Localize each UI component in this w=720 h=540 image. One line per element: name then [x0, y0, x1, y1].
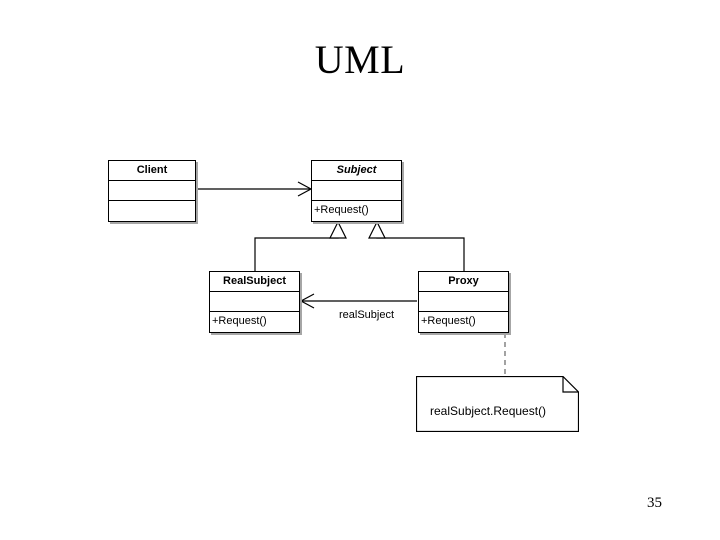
class-operations-subject: +Request()	[314, 204, 369, 216]
connector-proxy-realsubject	[299, 293, 417, 309]
note-shape	[415, 375, 580, 433]
class-attributes-subject	[312, 181, 401, 201]
uml-class-proxy[interactable]: Proxy +Request()	[418, 271, 509, 333]
connector-realsubject-subject	[254, 220, 347, 271]
connector-proxy-subject	[368, 220, 465, 271]
uml-class-realsubject[interactable]: RealSubject +Request()	[209, 271, 300, 333]
class-name-subject: Subject	[312, 161, 401, 181]
note-text: realSubject.Request()	[430, 404, 547, 418]
association-label-realsubject: realSubject	[339, 309, 395, 321]
class-operations-proxy: +Request()	[421, 315, 476, 327]
connector-client-subject	[197, 181, 313, 197]
uml-class-subject[interactable]: Subject +Request()	[311, 160, 402, 222]
class-operations-client	[109, 201, 195, 221]
uml-note-proxy-body[interactable]: realSubject.Request()	[415, 375, 580, 433]
class-name-proxy: Proxy	[419, 272, 508, 292]
class-name-client: Client	[109, 161, 195, 181]
class-attributes-realsubject	[210, 292, 299, 312]
uml-class-client[interactable]: Client	[108, 160, 196, 222]
page-title: UML	[314, 37, 406, 82]
class-attributes-proxy	[419, 292, 508, 312]
page-number: 35	[647, 495, 662, 511]
class-name-realsubject: RealSubject	[210, 272, 299, 292]
class-operations-realsubject: +Request()	[212, 315, 267, 327]
class-attributes-client	[109, 181, 195, 201]
